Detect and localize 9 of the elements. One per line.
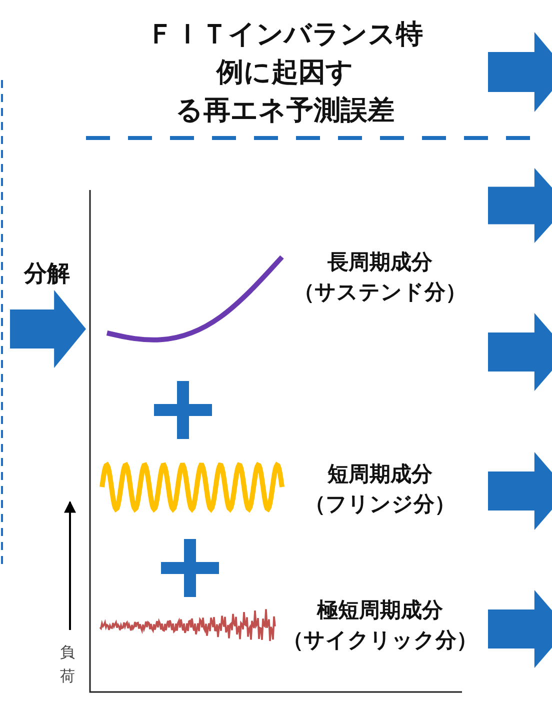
component-label: 長周期成分 [326, 249, 434, 276]
step-label: 分解 [22, 260, 71, 289]
component-label: 極短周期成分 [316, 597, 444, 624]
component-label: （フリンジ分） [304, 491, 456, 518]
axis-label: 負荷 [60, 642, 75, 687]
component-label: 短周期成分 [326, 461, 434, 488]
title: ＦＩＴインバランス特例に起因する再エネ予測誤差 [146, 18, 424, 128]
component-label: （サイクリック分） [282, 627, 478, 654]
component-label: （サステンド分） [292, 279, 468, 306]
